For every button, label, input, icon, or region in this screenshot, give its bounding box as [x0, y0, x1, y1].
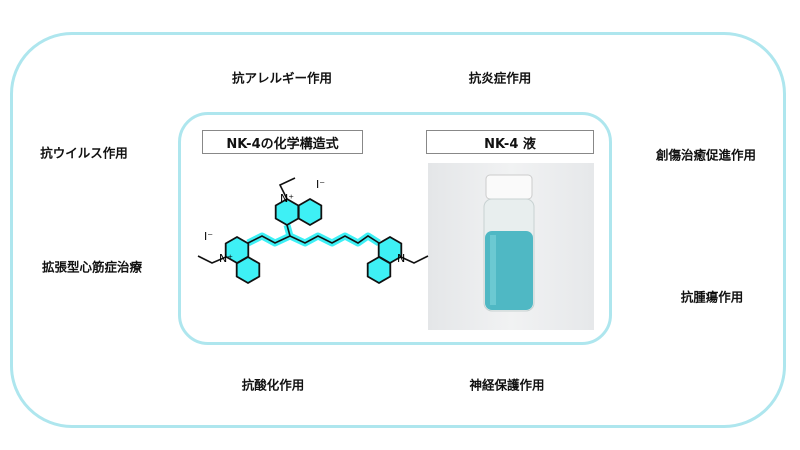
structure-title: NK-4の化学構造式 [202, 130, 363, 154]
iodide-top: I⁻ [316, 178, 325, 191]
top-ethyl-group [278, 177, 296, 200]
effect-anti-inflammatory: 抗炎症作用 [468, 70, 532, 86]
inner-frame [178, 112, 612, 345]
top-benzo-ring [297, 197, 323, 227]
effect-dilated-cardiomyopathy: 拡張型心筋症治療 [41, 259, 143, 275]
nk4-solution-photo [428, 163, 594, 330]
effect-anti-allergy: 抗アレルギー作用 [231, 70, 333, 86]
effect-neuroprotective: 神経保護作用 [469, 377, 545, 393]
atom-left-n-plus: N⁺ [219, 252, 233, 265]
left-benzo-ring [235, 255, 261, 285]
effect-antitumor: 抗腫瘍作用 [680, 289, 744, 305]
effect-wound-healing: 創傷治癒促進作用 [655, 147, 757, 163]
iodide-left: I⁻ [204, 230, 213, 243]
left-ethyl-group [197, 255, 227, 264]
polymethine-chain [247, 235, 380, 244]
effect-antioxidant: 抗酸化作用 [241, 377, 305, 393]
effect-antiviral: 抗ウイルス作用 [40, 145, 128, 161]
outer-frame [10, 32, 786, 428]
atom-right-n: N [397, 252, 405, 265]
vial-image [483, 174, 535, 312]
solution-title: NK-4 液 [426, 130, 594, 154]
atom-top-n-plus: N⁺ [280, 192, 294, 205]
right-ethyl-group [400, 255, 429, 264]
central-bond [286, 224, 291, 237]
right-benzo-ring [366, 255, 392, 285]
